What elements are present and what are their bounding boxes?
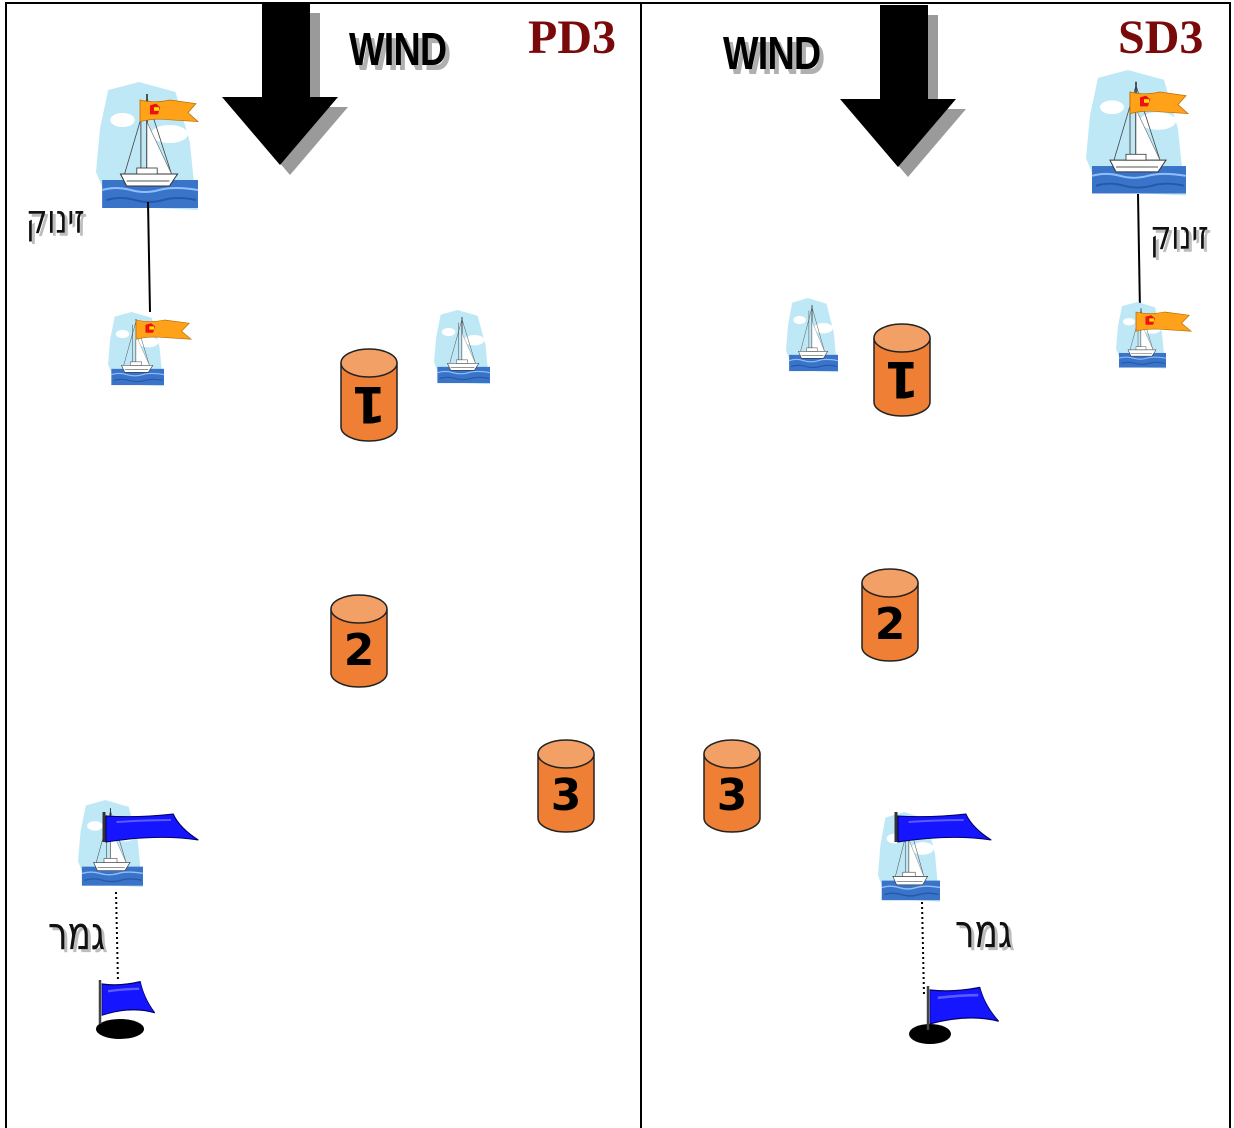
- start-line: [1137, 193, 1141, 313]
- mark-1-buoy: 1: [340, 348, 398, 442]
- start-label: זינוק: [26, 197, 85, 243]
- svg-text:2: 2: [875, 599, 906, 650]
- course-code: SD3: [1118, 11, 1204, 64]
- mark-3-buoy: 3: [537, 739, 595, 833]
- committee-boat-icon: [433, 309, 491, 385]
- finish-line: [921, 901, 925, 997]
- wind-arrow-icon: [222, 3, 348, 175]
- wind-label: WIND: [349, 23, 447, 75]
- svg-text:3: 3: [551, 770, 582, 821]
- start-boat-icon: [94, 80, 200, 212]
- svg-text:3: 3: [717, 770, 748, 821]
- mark-1-buoy: 1: [873, 323, 931, 417]
- diagram-frame: [5, 2, 1231, 1128]
- committee-boat-icon: [785, 297, 839, 373]
- start-label: זינוק: [1150, 213, 1209, 259]
- svg-text:2: 2: [344, 625, 375, 676]
- mark-3-buoy: 3: [703, 739, 761, 833]
- mark-2-buoy: 2: [330, 594, 388, 688]
- start-pin-boat-icon: [107, 311, 192, 387]
- svg-text:1: 1: [885, 350, 920, 408]
- finish-line: [115, 891, 119, 983]
- start-line: [147, 201, 151, 313]
- course-code: PD3: [528, 11, 616, 64]
- mark-2-buoy: 2: [861, 568, 919, 662]
- wind-arrow-icon: [840, 5, 966, 177]
- wind-label: WIND: [723, 27, 821, 79]
- panel-sd3: 1 2 3: [703, 5, 1192, 1044]
- finish-boat-icon: [77, 799, 200, 888]
- start-boat-icon: [1085, 69, 1189, 197]
- finish-boat-icon: [877, 811, 993, 903]
- finish-label: גמר: [48, 906, 106, 960]
- finish-label: גמר: [955, 904, 1013, 958]
- svg-text:1: 1: [352, 375, 387, 433]
- finish-pin-flag-icon: [909, 986, 1000, 1044]
- finish-pin-flag-icon: [96, 980, 157, 1039]
- panel-pd3: 1 2 3: [77, 3, 595, 1039]
- start-pin-boat-icon: [1115, 301, 1192, 370]
